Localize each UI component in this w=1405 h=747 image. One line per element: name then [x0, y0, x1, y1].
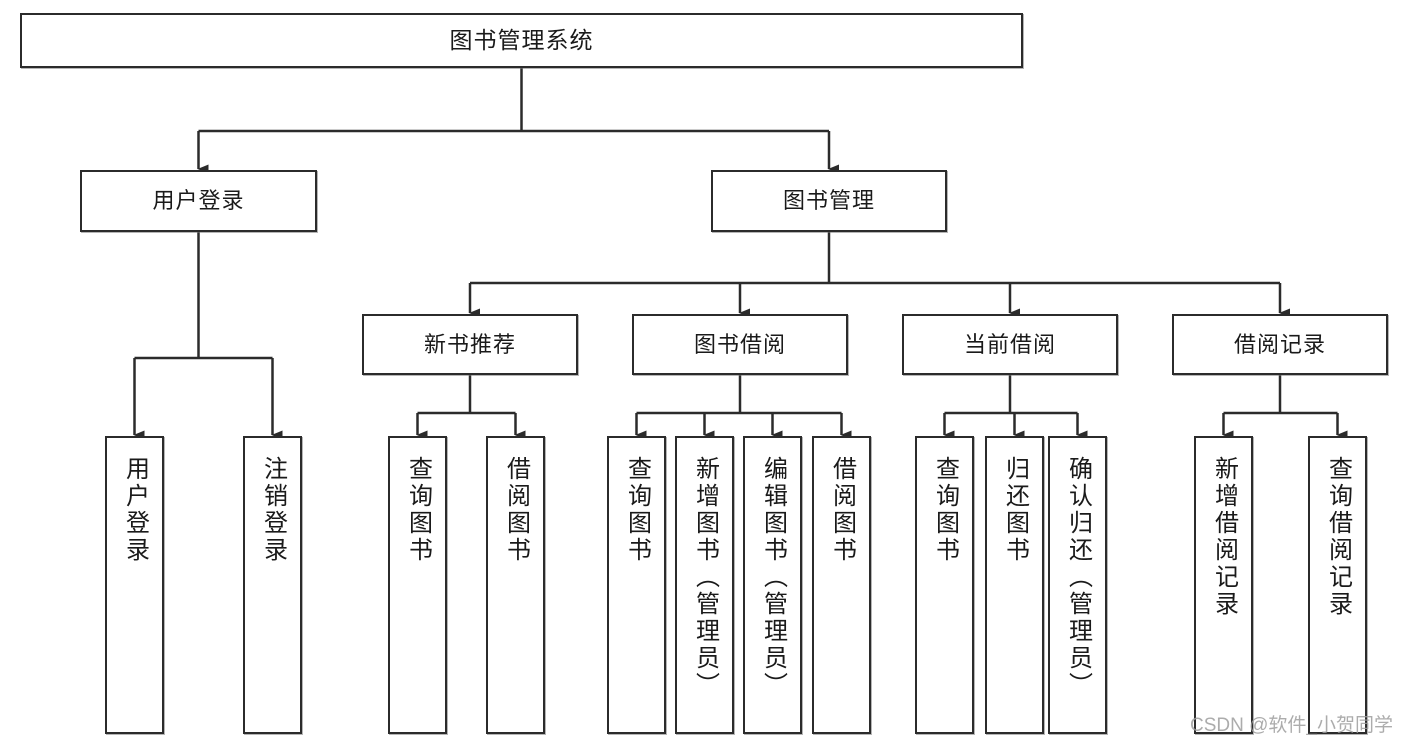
node-leaf-logout[interactable]: 注销登录 — [243, 436, 302, 734]
node-root-system[interactable]: 图书管理系统 — [20, 13, 1023, 68]
node-leaf-query-record[interactable]: 查询借阅记录 — [1308, 436, 1367, 734]
node-label: 新增图书（管理员） — [691, 456, 719, 699]
node-label: 确认归还（管理员） — [1064, 456, 1092, 699]
node-leaf-return-book[interactable]: 归还图书 — [985, 436, 1044, 734]
node-user-login[interactable]: 用户登录 — [80, 170, 317, 232]
node-leaf-edit-book[interactable]: 编辑图书（管理员） — [743, 436, 802, 734]
node-leaf-add-book[interactable]: 新增图书（管理员） — [675, 436, 734, 734]
node-label: 当前借阅 — [963, 331, 1056, 357]
node-label: 查询图书 — [931, 456, 959, 564]
watermark-text: CSDN @软件_小贺同学 — [1190, 715, 1393, 736]
node-label: 新增借阅记录 — [1210, 456, 1238, 618]
node-label: 查询借阅记录 — [1324, 456, 1352, 618]
node-label: 查询图书 — [404, 456, 432, 564]
node-new-book-rec[interactable]: 新书推荐 — [362, 314, 578, 375]
node-label: 归还图书 — [1001, 456, 1029, 564]
node-label: 查询图书 — [623, 456, 651, 564]
node-label: 借阅图书 — [828, 456, 856, 564]
node-leaf-borrow-book-rec[interactable]: 借阅图书 — [486, 436, 545, 734]
node-leaf-borrow-book-b[interactable]: 借阅图书 — [812, 436, 871, 734]
node-label: 新书推荐 — [423, 331, 516, 357]
node-label: 用户登录 — [121, 456, 149, 564]
edges-group — [133, 68, 1348, 440]
node-label: 用户登录 — [152, 188, 245, 214]
node-label: 图书管理 — [782, 188, 875, 214]
node-label: 借阅图书 — [502, 456, 530, 564]
node-label: 编辑图书（管理员） — [759, 456, 787, 699]
node-label: 图书借阅 — [693, 331, 786, 357]
node-label: 注销登录 — [259, 456, 287, 564]
node-label: 图书管理系统 — [449, 27, 594, 54]
node-leaf-confirm-return[interactable]: 确认归还（管理员） — [1048, 436, 1107, 734]
node-book-borrow[interactable]: 图书借阅 — [632, 314, 848, 375]
node-label: 借阅记录 — [1233, 331, 1326, 357]
node-leaf-query-book-b[interactable]: 查询图书 — [607, 436, 666, 734]
node-leaf-add-record[interactable]: 新增借阅记录 — [1194, 436, 1253, 734]
node-leaf-query-book-rec[interactable]: 查询图书 — [388, 436, 447, 734]
node-current-borrow[interactable]: 当前借阅 — [902, 314, 1118, 375]
node-book-manage[interactable]: 图书管理 — [711, 170, 947, 232]
node-borrow-record[interactable]: 借阅记录 — [1172, 314, 1388, 375]
node-leaf-user-login[interactable]: 用户登录 — [105, 436, 164, 734]
node-leaf-query-book-c[interactable]: 查询图书 — [915, 436, 974, 734]
